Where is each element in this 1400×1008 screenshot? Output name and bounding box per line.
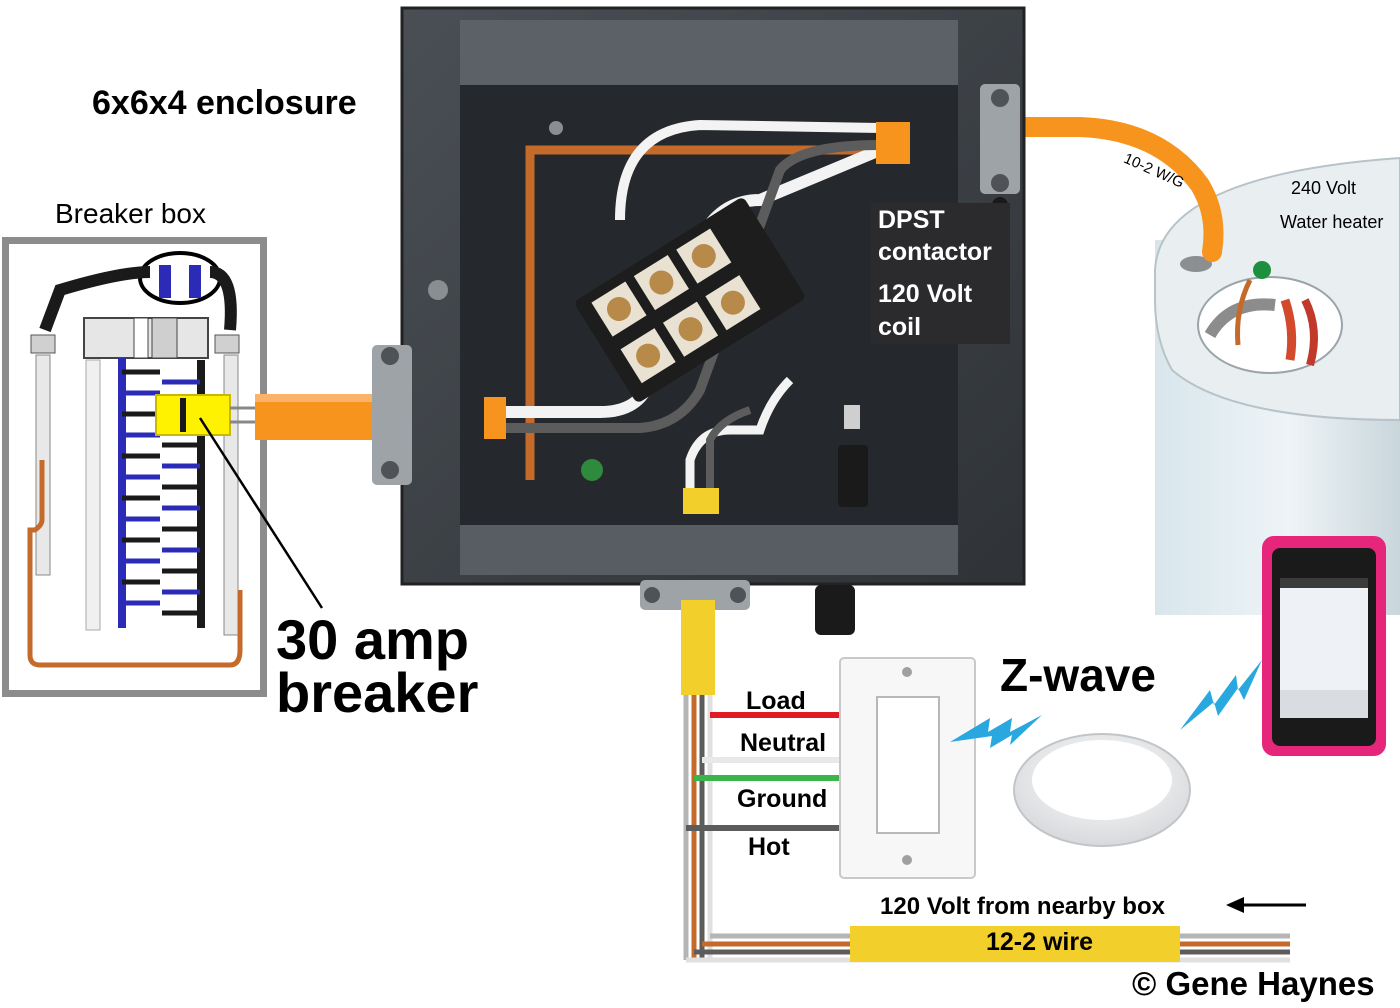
breaker-pointer-line — [198, 417, 324, 609]
wire-label-hot: Hot — [748, 833, 790, 861]
breaker-box-label: Breaker box — [55, 198, 206, 229]
30-amp-breaker — [155, 394, 231, 436]
source-label: 120 Volt from nearby box — [880, 893, 1165, 920]
enclosure — [400, 6, 1026, 586]
breaker-title-line2: breaker — [276, 661, 479, 724]
zwave-signal-icon — [950, 715, 1042, 748]
cable-clamps — [372, 84, 1020, 635]
contactor-label-line: coil — [878, 313, 922, 341]
contactor-label-line: DPST — [878, 206, 945, 234]
breaker-details — [27, 394, 324, 668]
copyright-label: © Gene Haynes — [1132, 965, 1375, 1002]
water-heater-label: Water heater — [1280, 212, 1384, 232]
water-heater — [1154, 156, 1400, 615]
switch-wiring — [681, 600, 1306, 963]
wire-label-neutral: Neutral — [740, 729, 827, 757]
smartphone — [1262, 536, 1386, 756]
zwave-switch — [839, 657, 976, 879]
zwave-signal-icon-2 — [1180, 660, 1262, 730]
breaker-title-line1: 30 amp — [276, 608, 469, 671]
water-heater-voltage: 240 Volt — [1291, 178, 1357, 198]
contactor-label-line: 120 Volt — [878, 280, 973, 308]
contactor-label-box — [871, 203, 1010, 344]
contactor-label-line: contactor — [878, 238, 992, 266]
cable-to-heater — [1005, 117, 1224, 262]
zwave-label: Z-wave — [1000, 649, 1156, 701]
zwave-hub — [1013, 733, 1191, 847]
enclosure-label: 6x6x4 enclosure — [92, 84, 357, 122]
cable-type-label: 12-2 wire — [986, 928, 1094, 956]
breaker-box — [2, 237, 267, 697]
wire-label-ground: Ground — [737, 785, 828, 813]
wire-label-load: Load — [746, 687, 806, 715]
